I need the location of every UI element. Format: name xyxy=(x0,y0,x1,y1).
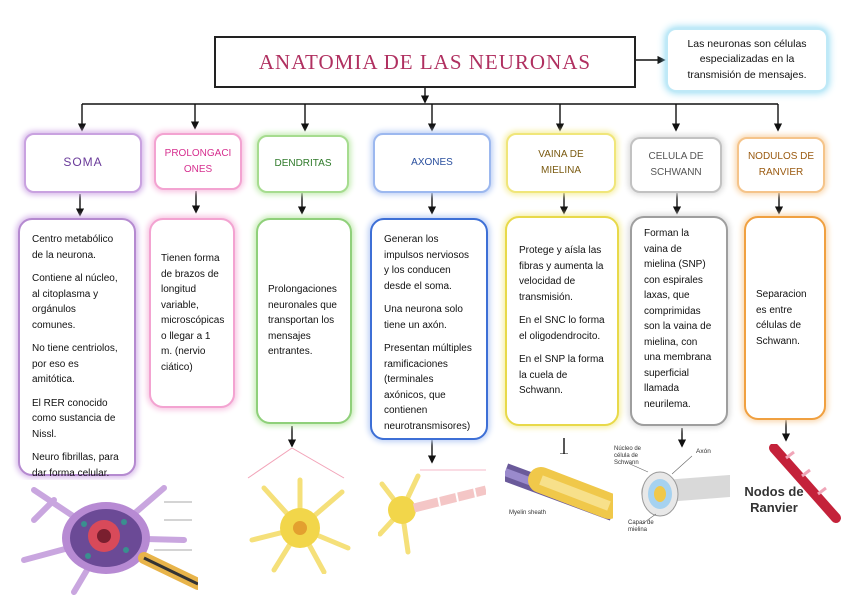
soma-text-4: El RER conocido como sustancia de Nissl. xyxy=(32,397,116,440)
schwann-text: Forman la vaina de mielina (SNP) con esp… xyxy=(644,228,712,410)
definition-note: Las neuronas son células especializadas … xyxy=(668,30,826,90)
axon-illustration xyxy=(378,469,486,555)
myelin-label: Myelin sheath xyxy=(509,510,547,516)
category-vaina: VAINA DE MIELINA xyxy=(506,133,616,193)
category-label: VAINA DE MIELINA xyxy=(538,149,584,176)
axones-text-1: Generan los impulsos nerviosos y los con… xyxy=(384,234,470,292)
axones-text-2: Una neurona solo tiene un axón. xyxy=(384,304,463,331)
category-axones: AXONES xyxy=(373,133,491,193)
axones-text-3: Presentan múltiples ramificaciones (term… xyxy=(384,343,472,432)
category-label: DENDRITAS xyxy=(274,158,332,169)
category-label: SOMA xyxy=(63,155,103,170)
soma-text-3: No tiene centriolos, por eso es amitótic… xyxy=(32,343,118,385)
soma-text-1: Centro metabólico de la neurona. xyxy=(32,234,114,261)
description-axones: Generan los impulsos nerviosos y los con… xyxy=(370,218,488,440)
category-soma: SOMA xyxy=(24,133,142,193)
myelin-layers-label: Capas de mielina xyxy=(628,520,654,534)
schwann-nucleus-label: Núcleo de célula de Schwann xyxy=(614,446,642,467)
category-prolongaciones: PROLONGACI ONES xyxy=(154,133,242,190)
vaina-text-2: En el SNC lo forma el oligodendrocito. xyxy=(519,315,605,342)
dendrite-illustration xyxy=(247,448,351,574)
category-label: PROLONGACI ONES xyxy=(164,147,232,175)
vaina-text-1: Protege y aísla las fibras y aumenta la … xyxy=(519,245,604,303)
note-text: Las neuronas son células especializadas … xyxy=(687,38,807,81)
category-nodulos: NODULOS DE RANVIER xyxy=(737,137,825,193)
ranvier-illustration: Nodos de Ranvier xyxy=(732,444,844,524)
myelin-illustration: Myelin sheath xyxy=(505,454,613,524)
neuron-illustration xyxy=(14,480,198,596)
axon-label: Axón xyxy=(696,448,711,455)
category-label: CELULA DE SCHWANN xyxy=(648,151,704,178)
soma-text-2: Contiene al núcleo, al citoplasma y orgá… xyxy=(32,273,118,331)
description-schwann: Forman la vaina de mielina (SNP) con esp… xyxy=(630,216,728,426)
category-label: AXONES xyxy=(411,157,453,168)
schwann-illustration: Núcleo de célula de Schwann Axón Capas d… xyxy=(612,444,741,540)
description-nodulos: Separacion es entre células de Schwann. xyxy=(744,216,826,420)
category-schwann: CELULA DE SCHWANN xyxy=(630,137,722,193)
vaina-text-3: En el SNP la forma la cuela de Schwann. xyxy=(519,354,604,397)
category-dendritas: DENDRITAS xyxy=(257,135,349,193)
ranvier-label: Nodos de Ranvier xyxy=(744,484,804,515)
nodulos-text: Separacion es entre células de Schwann. xyxy=(756,289,807,347)
description-prolongaciones: Tienen forma de brazos de longitud varia… xyxy=(149,218,235,408)
description-vaina: Protege y aísla las fibras y aumenta la … xyxy=(505,216,619,426)
prolongaciones-text: Tienen forma de brazos de longitud varia… xyxy=(161,253,225,373)
description-soma: Centro metabólico de la neurona. Contien… xyxy=(18,218,136,479)
description-dendritas: Prolongaciones neuronales que transporta… xyxy=(256,218,352,424)
soma-text-5: Neuro fibrillas, para dar forma celular. xyxy=(32,452,119,479)
category-label: NODULOS DE RANVIER xyxy=(747,151,815,178)
dendritas-text: Prolongaciones neuronales que transporta… xyxy=(268,284,337,358)
main-title: ANATOMIA DE LAS NEURONAS xyxy=(214,36,636,88)
